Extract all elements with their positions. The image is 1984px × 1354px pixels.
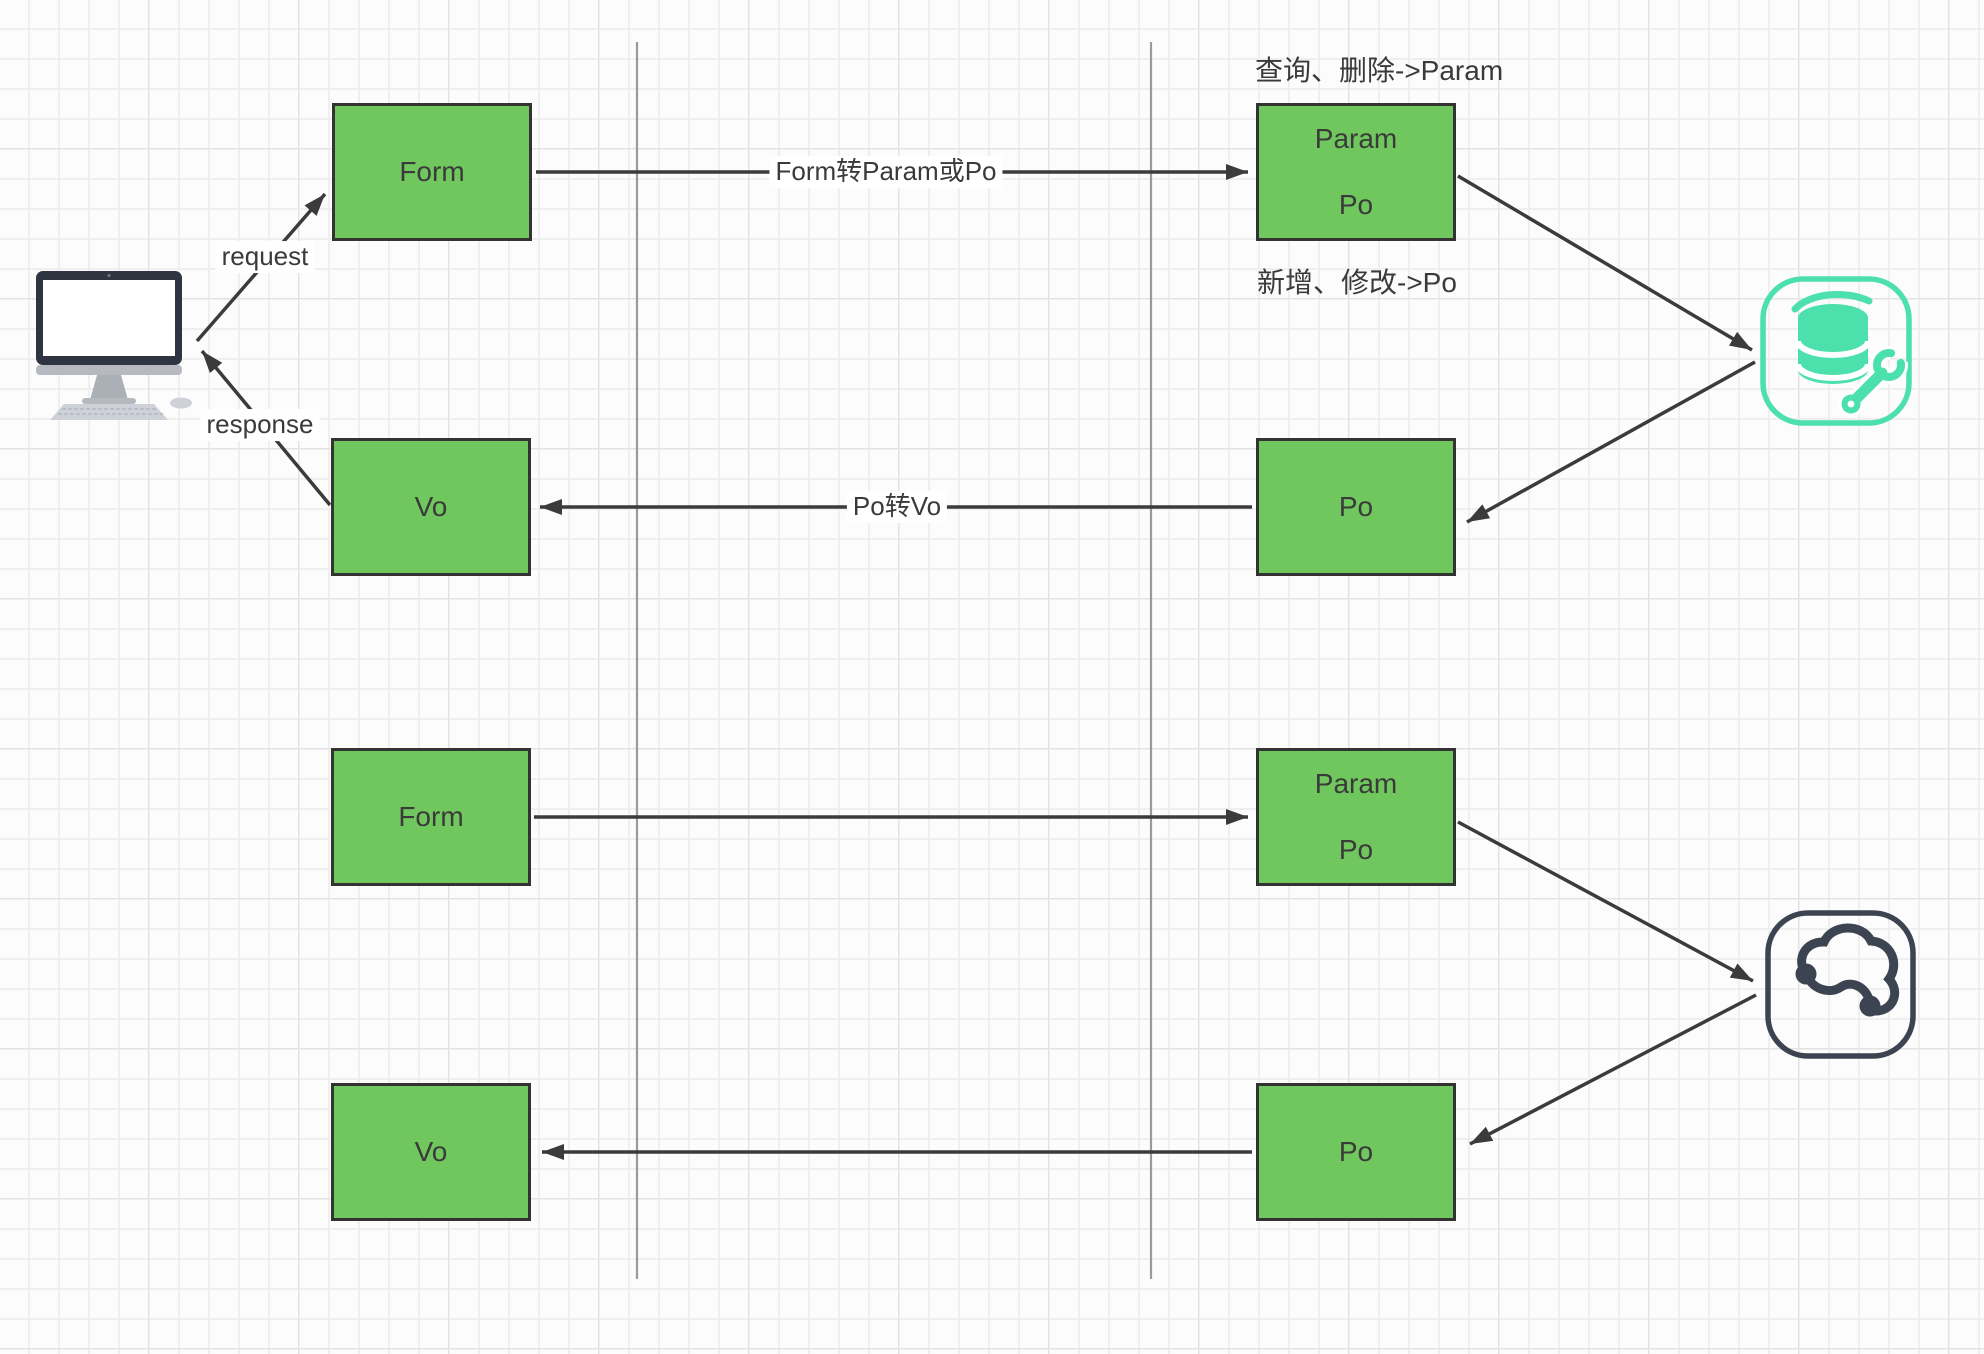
edge-database-to-po-arrow[interactable]	[1466, 360, 1756, 524]
param-po-box-top-line2: Po	[1338, 189, 1374, 220]
monitor-camera-dot	[107, 273, 111, 278]
database-band-gap-2	[1795, 363, 1871, 381]
param-po-box-bottom-line2: Po	[1338, 834, 1374, 865]
vo-box-bottom-label: Vo	[414, 1136, 448, 1167]
edge-label-response[interactable]: response	[200, 409, 320, 441]
cloud-swirl	[1801, 969, 1875, 1010]
mouse	[170, 397, 192, 409]
wrench-open-end	[1873, 349, 1905, 381]
form-box-bottom[interactable]: Form	[331, 748, 531, 886]
form-box-bottom-label: Form	[398, 801, 464, 832]
wrench-handle	[1847, 367, 1888, 408]
cloud-outline	[1797, 923, 1900, 1016]
database-band-gap-1	[1795, 340, 1871, 358]
database-cylinder-top	[1798, 304, 1868, 332]
form-box-top[interactable]: Form	[332, 103, 532, 241]
form-box-top-label: Form	[399, 156, 465, 187]
param-po-box-top[interactable]: Param Po	[1256, 103, 1456, 241]
po-box-top[interactable]: Po	[1256, 438, 1456, 576]
monitor-base-strip	[36, 365, 182, 375]
monitor-screen	[43, 280, 175, 356]
monitor-stand	[90, 375, 128, 400]
param-po-box-bottom[interactable]: Param Po	[1256, 748, 1456, 886]
cloud-service-icon[interactable]	[1765, 910, 1916, 1059]
edge-parampo-to-database-arrow[interactable]	[1457, 174, 1753, 352]
param-po-box-top-line1: Param	[1314, 123, 1398, 154]
cloud-dot-left	[1795, 963, 1817, 985]
database-wrench-icon[interactable]	[1760, 276, 1912, 426]
database-top-disc	[1791, 290, 1873, 313]
vo-box-bottom[interactable]: Vo	[331, 1083, 531, 1221]
database-icon-frame	[1760, 276, 1912, 426]
param-po-box-bottom-line1: Param	[1314, 768, 1398, 799]
annotation-query-delete-param[interactable]: 查询、删除->Param	[1255, 55, 1504, 86]
po-box-top-label: Po	[1338, 491, 1374, 522]
cloud-icon-frame	[1765, 910, 1916, 1059]
edge-label-request[interactable]: request	[215, 241, 315, 273]
vo-box-top[interactable]: Vo	[331, 438, 531, 576]
keyboard	[50, 404, 168, 420]
edge-label-po-to-vo[interactable]: Po转Vo	[846, 491, 948, 523]
edge-parampo2-to-cloud-arrow[interactable]	[1457, 820, 1754, 983]
wrench-eye-hole	[1847, 400, 1855, 408]
edge-cloud-to-po2-arrow[interactable]	[1469, 993, 1757, 1146]
keyboard-keys	[58, 408, 163, 415]
po-box-bottom-label: Po	[1338, 1136, 1374, 1167]
monitor-stand-foot	[82, 398, 136, 404]
edge-label-form-to-param[interactable]: Form转Param或Po	[769, 156, 1003, 188]
vo-box-top-label: Vo	[414, 491, 448, 522]
annotation-create-update-po[interactable]: 新增、修改->Po	[1257, 267, 1457, 298]
desktop-computer-icon[interactable]	[36, 271, 192, 420]
cloud-dot-right	[1859, 995, 1881, 1017]
database-cylinder	[1798, 318, 1868, 384]
po-box-bottom[interactable]: Po	[1256, 1083, 1456, 1221]
